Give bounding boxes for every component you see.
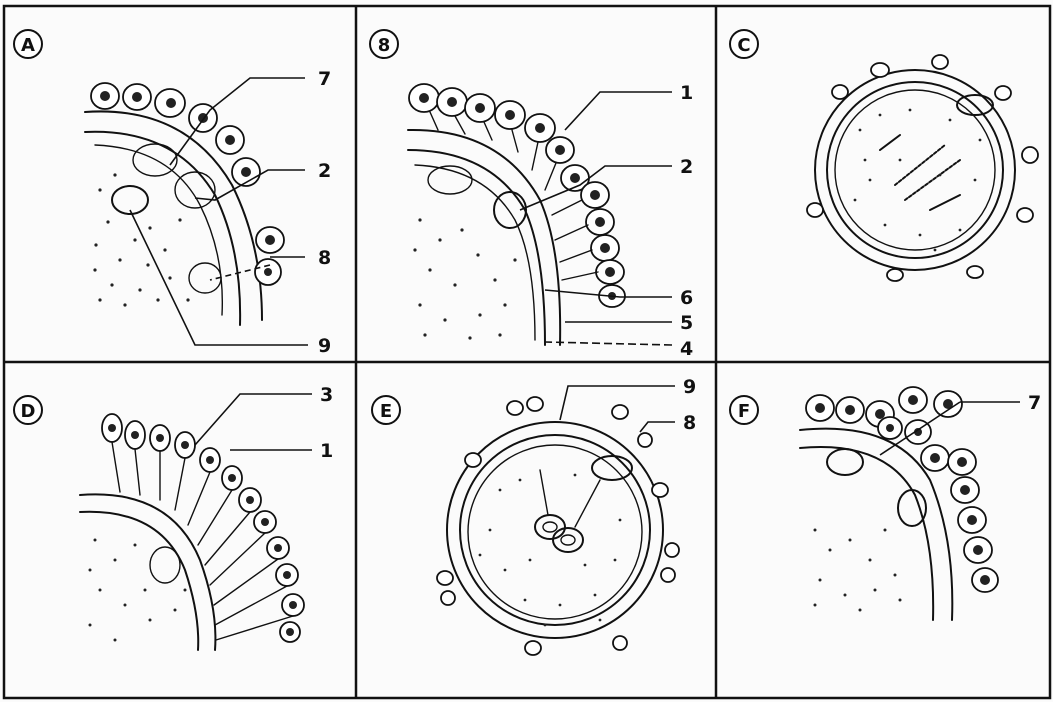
panel-a-label-7: 7 [318,68,331,90]
panel-a-label-9: 9 [318,335,331,357]
panel-b-yolk [413,218,516,339]
panel-f-letter: F [738,401,750,422]
panel-f-nucleus-blob-1 [827,449,863,475]
panel-d-nucleus-blob [150,547,180,583]
panel-a-letter-badge: A [14,30,42,58]
panel-f: F 7 [730,387,1041,620]
panel-a-label-2: 2 [318,160,331,182]
panel-c-metaphase-chromosomes [880,135,960,210]
panel-b-label-1: 1 [680,82,693,104]
panel-d-letter: D [21,401,36,422]
panel-f-letter-badge: F [730,396,758,424]
panel-f-yolk [814,529,902,612]
panel-e-oocyte [468,445,642,619]
panel-e-pronuclei [535,515,583,552]
panel-f-label-7: 7 [1028,392,1041,414]
panel-c-yolk [854,109,982,252]
panel-b: 8 [370,30,693,360]
panel-e-letter: E [380,401,392,422]
panel-d-letter-badge: D [14,396,42,424]
panel-d-label-1: 1 [320,440,333,462]
panel-b-label-5: 5 [680,312,693,334]
panel-b-label-4: 4 [680,338,693,360]
panel-f-follicle-cells [806,387,998,592]
panel-a-nucleus-blob-2 [175,172,215,208]
panel-d-cell-processes [112,442,293,640]
panel-e-yolk [479,474,622,627]
panel-b-letter: 8 [378,35,391,56]
panel-b-label-2: 2 [680,156,693,178]
panel-d-yolk [89,539,187,642]
panel-e-label-9: 9 [683,376,696,398]
panel-c-letter: C [737,35,750,56]
panel-b-label-6: 6 [680,287,693,309]
panel-e-letter-badge: E [372,396,400,424]
panel-c-letter-badge: C [730,30,758,58]
panel-d-radiating-cells [102,414,304,642]
panel-a: A [14,30,331,357]
panel-a-letter: A [21,35,35,56]
panel-c: C [730,30,1038,281]
panel-e-label-8: 8 [683,412,696,434]
panel-a-germinal-vesicle [112,186,148,214]
panel-d-label-3: 3 [320,384,333,406]
panel-f-nucleus-blob-2 [898,490,926,526]
panel-d: D [14,384,333,650]
panel-b-processes [430,112,598,280]
panel-a-label-8: 8 [318,247,331,269]
panel-e: E 9 8 [372,376,696,655]
panel-b-letter-badge: 8 [370,30,398,58]
